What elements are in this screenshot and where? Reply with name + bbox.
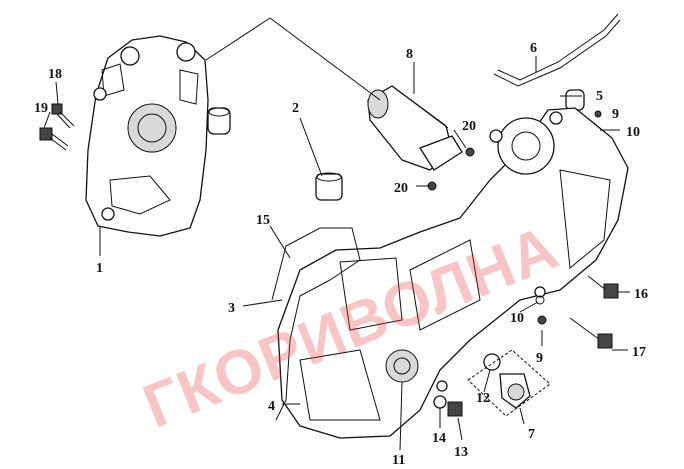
starter-motor [367,85,463,171]
callout-18: 18 [48,67,62,82]
bolt-19 [39,127,69,151]
bolt-18 [51,103,75,129]
seal-10-lower [535,295,545,305]
drain-plug-7 [499,373,531,409]
bearing-ring [207,107,231,135]
bolt-17 [569,317,613,349]
callout-4: 4 [268,399,275,414]
callout-15: 15 [256,213,270,228]
bolt-16 [587,275,619,299]
callout-7: 7 [528,427,535,442]
crankcase-gasket [271,227,361,421]
callout-3: 3 [228,301,235,316]
callout-10-lower: 10 [510,311,524,326]
callout-19: 19 [34,101,48,116]
callout-9-lower: 9 [536,351,543,366]
callout-5: 5 [596,89,603,104]
callout-12: 12 [476,391,490,406]
callout-20-lower: 20 [394,181,408,196]
callout-6: 6 [530,41,537,56]
callout-14: 14 [432,431,446,446]
right-crankcase-half [277,107,629,439]
washer-9-upper [594,110,602,118]
callout-8: 8 [406,47,413,62]
callout-2: 2 [292,101,299,116]
bushing [565,89,585,111]
callout-9-upper: 9 [612,107,619,122]
callout-11: 11 [392,453,405,468]
callout-1: 1 [96,261,103,276]
callout-13: 13 [454,445,468,460]
o-ring-12 [483,353,501,371]
dowel-pin [315,172,343,201]
callout-10-upper: 10 [626,125,640,140]
left-crankcase-half [85,35,209,237]
bolt-20-upper [465,147,475,157]
bolt-13 [447,401,463,417]
washer-14 [433,395,447,409]
callout-16: 16 [634,287,648,302]
callout-17: 17 [632,345,646,360]
breather-hose [497,13,619,81]
leader-lines [43,17,630,451]
washer-9-lower [537,315,547,325]
callout-20-upper: 20 [462,119,476,134]
